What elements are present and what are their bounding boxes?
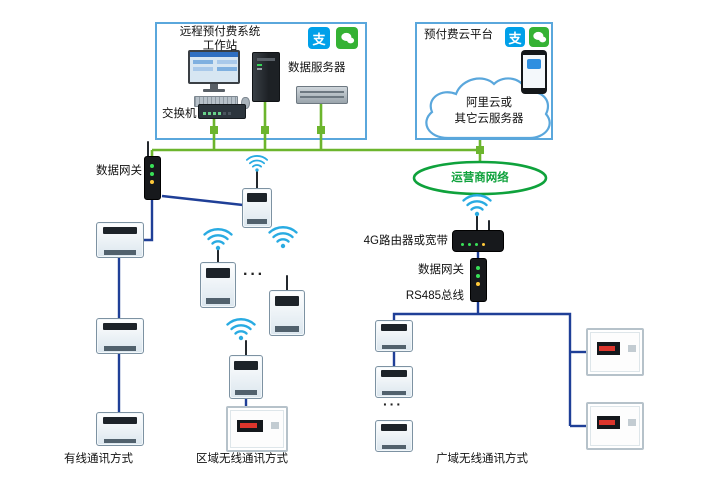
panel-tag: [627, 344, 636, 352]
wan-branch-caption: 广域无线通讯方式: [436, 453, 528, 465]
panel-tag: [627, 418, 636, 426]
regional-branch-caption: 区域无线通讯方式: [196, 453, 288, 465]
monitor-base: [203, 89, 225, 92]
distribution-panel: [586, 402, 644, 450]
cloud-text-line1: 阿里云或: [466, 97, 512, 109]
workstation-title-line2: 工作站: [202, 40, 238, 52]
smartphone: [521, 50, 547, 94]
cloud-text-line2: 其它云服务器: [454, 113, 524, 125]
monitor-screen: [188, 50, 240, 84]
panel-meter-display: [596, 416, 621, 429]
alipay-icon: 支: [505, 27, 525, 47]
wifi-signal-icon: [268, 226, 298, 250]
panel-meter-display: [237, 419, 263, 432]
electric-meter: [96, 318, 144, 354]
alipay-icon: 支: [308, 27, 330, 49]
rs485-bus-label: RS485总线: [405, 290, 464, 302]
wifi-signal-icon: [462, 194, 492, 218]
electric-meter: [96, 222, 144, 258]
data-gateway-right: [470, 258, 487, 302]
regional-ellipsis: ···: [243, 266, 265, 283]
workstation-title-line1: 远程预付费系统: [179, 26, 261, 38]
tower-server: [252, 52, 280, 102]
wifi-signal-icon: [203, 228, 233, 252]
wifi-signal-icon: [245, 155, 269, 173]
wireless-collector-meter: [242, 188, 272, 228]
distribution-panel: [586, 328, 644, 376]
router-label: 4G路由器或宽带: [363, 235, 448, 247]
panel-meter-display: [596, 342, 621, 355]
blue-wire-lines: [117, 194, 586, 428]
wan-ellipsis: ···: [383, 396, 403, 412]
4g-router: [452, 230, 504, 252]
panel-tag: [270, 422, 280, 429]
cloud-box-title: 预付费云平台: [424, 29, 493, 41]
distribution-panel: [226, 406, 288, 452]
router-leds: [461, 243, 464, 246]
electric-meter: [375, 320, 413, 352]
wireless-meter: [200, 262, 236, 308]
gateway-leds: [476, 266, 480, 270]
wired-branch-caption: 有线通讯方式: [64, 453, 133, 465]
wechat-icon: [336, 27, 358, 49]
operator-network-label: 运营商网络: [451, 172, 509, 184]
electric-meter: [96, 412, 144, 446]
alipay-glyph: 支: [312, 31, 326, 47]
data-server-label: 数据服务器: [288, 62, 346, 74]
workstation-monitor: [188, 50, 240, 92]
gateway-leds: [150, 164, 154, 168]
workstation-box-title: 远程预付费系统 工作站: [158, 25, 282, 53]
electric-meter: [375, 420, 413, 452]
monitor-stand: [210, 84, 218, 89]
electric-meter: [375, 366, 413, 398]
wifi-signal-icon: [226, 318, 256, 342]
right-gateway-label: 数据网关: [418, 264, 464, 276]
wireless-meter: [269, 290, 305, 336]
wireless-meter: [229, 355, 263, 399]
switch-label: 交换机: [162, 108, 197, 120]
alipay-glyph: 支: [508, 30, 522, 46]
rack-server: [296, 86, 348, 104]
data-gateway-left: [144, 156, 161, 200]
wechat-icon: [529, 27, 549, 47]
phone-screen: [523, 55, 545, 88]
left-gateway-label: 数据网关: [96, 165, 142, 177]
network-switch: [198, 104, 246, 119]
